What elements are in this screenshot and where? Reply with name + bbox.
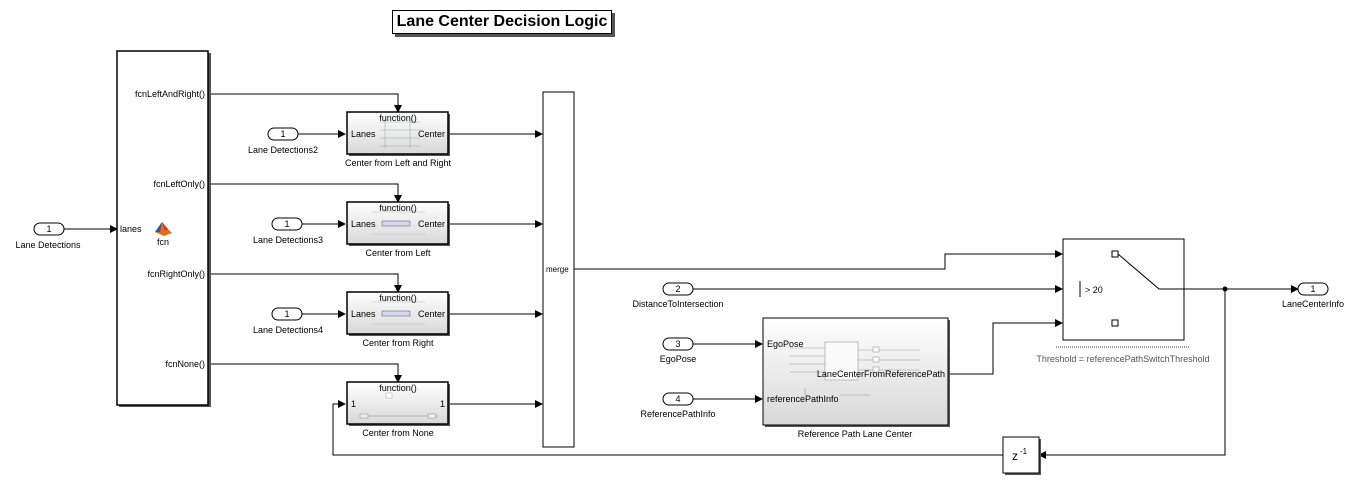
line-ref-to-switch bbox=[948, 319, 1063, 375]
block-center-from-left[interactable]: function() Lanes Center Center from Left bbox=[346, 201, 450, 258]
inport-reference-path-info[interactable]: 4 ReferencePathInfo bbox=[640, 392, 716, 419]
trigger-left-and-right bbox=[208, 93, 402, 113]
svg-text:EgoPose: EgoPose bbox=[767, 339, 804, 349]
svg-text:EgoPose: EgoPose bbox=[660, 354, 697, 364]
svg-text:-1: -1 bbox=[1020, 447, 1028, 456]
subsystem-preview-icon bbox=[380, 120, 420, 148]
svg-text:1: 1 bbox=[440, 399, 445, 409]
line-feedback-to-delay bbox=[1038, 289, 1226, 459]
svg-text:1: 1 bbox=[46, 224, 51, 234]
svg-text:function(): function() bbox=[379, 113, 417, 123]
inport-lane-detections3[interactable]: 1 Lane Detections3 bbox=[253, 217, 323, 245]
fcn-output-left-only: fcnLeftOnly() bbox=[153, 179, 205, 189]
switch-threshold-param: Threshold = referencePathSwitchThreshold bbox=[1036, 354, 1209, 364]
svg-text:Center: Center bbox=[418, 219, 445, 229]
svg-text:Lanes: Lanes bbox=[351, 219, 376, 229]
svg-text:Center from None: Center from None bbox=[362, 428, 434, 438]
svg-text:merge: merge bbox=[546, 265, 569, 274]
svg-text:Center: Center bbox=[418, 129, 445, 139]
svg-text:Center from Left: Center from Left bbox=[365, 248, 431, 258]
block-reference-path-lane-center[interactable]: EgoPose referencePathInfo LaneCenterFrom… bbox=[762, 317, 950, 439]
svg-text:Lane Detections: Lane Detections bbox=[15, 240, 81, 250]
svg-text:4: 4 bbox=[675, 394, 680, 404]
subsystem-preview-icon bbox=[372, 301, 425, 325]
svg-text:function(): function() bbox=[379, 203, 417, 213]
fcn-output-right-only: fcnRightOnly() bbox=[147, 269, 205, 279]
unit-delay-block[interactable]: z -1 bbox=[1002, 436, 1041, 475]
block-center-from-none[interactable]: function() 1 1 Center from None bbox=[346, 381, 450, 438]
svg-text:Reference Path Lane Center: Reference Path Lane Center bbox=[798, 429, 913, 439]
fcn-block[interactable]: lanes fcnLeftAndRight() fcnLeftOnly() fc… bbox=[116, 50, 211, 407]
svg-text:referencePathInfo: referencePathInfo bbox=[767, 394, 839, 404]
svg-text:Lanes: Lanes bbox=[351, 129, 376, 139]
line-merge-to-switch bbox=[574, 250, 1063, 270]
inport-lane-detections4[interactable]: 1 Lane Detections4 bbox=[253, 307, 323, 335]
inport-lane-detections2[interactable]: 1 Lane Detections2 bbox=[248, 127, 318, 155]
svg-text:Lanes: Lanes bbox=[351, 309, 376, 319]
trigger-left-only bbox=[208, 183, 402, 203]
fcn-block-name: fcn bbox=[157, 237, 169, 247]
svg-text:Lane Detections3: Lane Detections3 bbox=[253, 235, 323, 245]
svg-text:3: 3 bbox=[675, 339, 680, 349]
svg-text:z: z bbox=[1012, 449, 1018, 463]
trigger-right-only bbox=[208, 273, 402, 293]
fcn-output-none: fcnNone() bbox=[165, 359, 205, 369]
svg-text:1: 1 bbox=[284, 219, 289, 229]
trigger-none bbox=[208, 363, 402, 383]
fcn-output-left-and-right: fcnLeftAndRight() bbox=[135, 89, 205, 99]
svg-text:function(): function() bbox=[379, 293, 417, 303]
matlab-logo-icon bbox=[155, 222, 172, 236]
svg-text:Center from Left and Right: Center from Left and Right bbox=[345, 158, 452, 168]
switch-block[interactable]: > 20 Threshold = referencePathSwitchThre… bbox=[1036, 238, 1210, 364]
subsystem-preview-icon bbox=[359, 392, 438, 419]
subsystem-preview-icon bbox=[790, 341, 920, 396]
svg-text:1: 1 bbox=[284, 309, 289, 319]
svg-text:1: 1 bbox=[1310, 284, 1315, 294]
outport-lane-center-info[interactable]: 1 LaneCenterInfo bbox=[1282, 282, 1344, 309]
svg-text:2: 2 bbox=[675, 284, 680, 294]
block-center-from-left-and-right[interactable]: function() Lanes Center Center from Left… bbox=[345, 111, 452, 168]
fcn-input-port: lanes bbox=[120, 224, 142, 234]
svg-text:Center from Right: Center from Right bbox=[362, 338, 434, 348]
svg-text:function(): function() bbox=[379, 383, 417, 393]
block-center-from-right[interactable]: function() Lanes Center Center from Righ… bbox=[346, 291, 450, 348]
svg-text:1: 1 bbox=[351, 399, 356, 409]
svg-text:Lane Detections2: Lane Detections2 bbox=[248, 145, 318, 155]
inport-egopose[interactable]: 3 EgoPose bbox=[660, 337, 697, 364]
switch-criteria: > 20 bbox=[1085, 285, 1103, 295]
svg-text:ReferencePathInfo: ReferencePathInfo bbox=[640, 409, 715, 419]
svg-text:Lane Detections4: Lane Detections4 bbox=[253, 325, 323, 335]
subsystem-preview-icon bbox=[372, 211, 425, 235]
inport-lane-detections[interactable]: 1 Lane Detections bbox=[15, 222, 81, 250]
svg-text:DistanceToIntersection: DistanceToIntersection bbox=[632, 299, 723, 309]
diagram-title: Lane Center Decision Logic bbox=[392, 10, 612, 34]
svg-text:1: 1 bbox=[280, 129, 285, 139]
branch-point bbox=[1222, 286, 1228, 292]
merge-block[interactable]: merge bbox=[542, 91, 575, 448]
svg-text:Center: Center bbox=[418, 309, 445, 319]
line-delay-to-center-none bbox=[332, 400, 1003, 456]
svg-text:LaneCenterFromReferencePath: LaneCenterFromReferencePath bbox=[817, 369, 945, 379]
inport-distance-to-intersection[interactable]: 2 DistanceToIntersection bbox=[632, 282, 724, 309]
svg-text:LaneCenterInfo: LaneCenterInfo bbox=[1282, 299, 1344, 309]
